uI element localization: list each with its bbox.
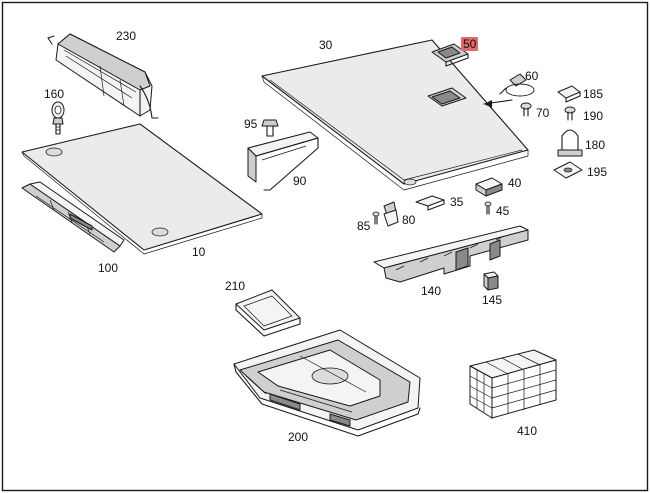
part-410-crate[interactable] — [469, 349, 557, 419]
part-210-tray[interactable] — [235, 289, 301, 337]
label-40: 40 — [508, 176, 522, 190]
part-160-eye-bolt[interactable] — [51, 101, 65, 135]
part-85-bolt[interactable] — [372, 211, 380, 225]
label-60: 60 — [525, 69, 539, 83]
part-100-trim-rail[interactable] — [21, 181, 125, 253]
part-70-screw[interactable] — [520, 102, 532, 117]
part-90-bracket[interactable] — [247, 131, 319, 191]
label-195: 195 — [587, 165, 608, 179]
part-195-mount[interactable] — [553, 161, 583, 179]
label-35: 35 — [450, 195, 464, 209]
label-190: 190 — [583, 109, 604, 123]
part-200-tub[interactable] — [233, 329, 421, 437]
label-90: 90 — [293, 174, 307, 188]
part-140-rail[interactable] — [373, 225, 529, 283]
label-85: 85 — [357, 219, 371, 233]
part-60-latch[interactable] — [499, 73, 535, 97]
label-410: 410 — [517, 424, 538, 438]
label-50-highlighted: 50 — [461, 37, 479, 51]
label-10: 10 — [192, 245, 206, 259]
label-95: 95 — [244, 117, 258, 131]
label-160: 160 — [44, 87, 65, 101]
label-210: 210 — [225, 279, 246, 293]
label-145: 145 — [482, 293, 503, 307]
part-80-hinge[interactable] — [383, 201, 399, 227]
label-100: 100 — [98, 261, 119, 275]
part-30-cover-panel[interactable] — [261, 39, 529, 191]
part-145-block[interactable] — [483, 271, 499, 291]
part-50-handle[interactable] — [431, 43, 469, 67]
part-45-screw[interactable] — [484, 201, 492, 215]
label-30: 30 — [319, 38, 333, 52]
part-35-catch[interactable] — [415, 195, 445, 211]
label-180: 180 — [585, 138, 606, 152]
part-190-screw[interactable] — [564, 106, 576, 121]
part-10-floor-panel[interactable] — [21, 123, 263, 255]
label-185: 185 — [583, 87, 604, 101]
label-140: 140 — [421, 284, 442, 298]
label-230: 230 — [116, 29, 137, 43]
part-230-storage-box[interactable] — [47, 33, 159, 119]
part-95-bolt[interactable] — [261, 119, 279, 137]
label-200: 200 — [288, 430, 309, 444]
part-40-latch-block[interactable] — [475, 177, 503, 197]
label-45: 45 — [496, 204, 510, 218]
label-70: 70 — [536, 106, 550, 120]
part-185-clip[interactable] — [557, 85, 581, 103]
part-180-ring[interactable] — [557, 129, 583, 157]
label-80: 80 — [402, 213, 416, 227]
